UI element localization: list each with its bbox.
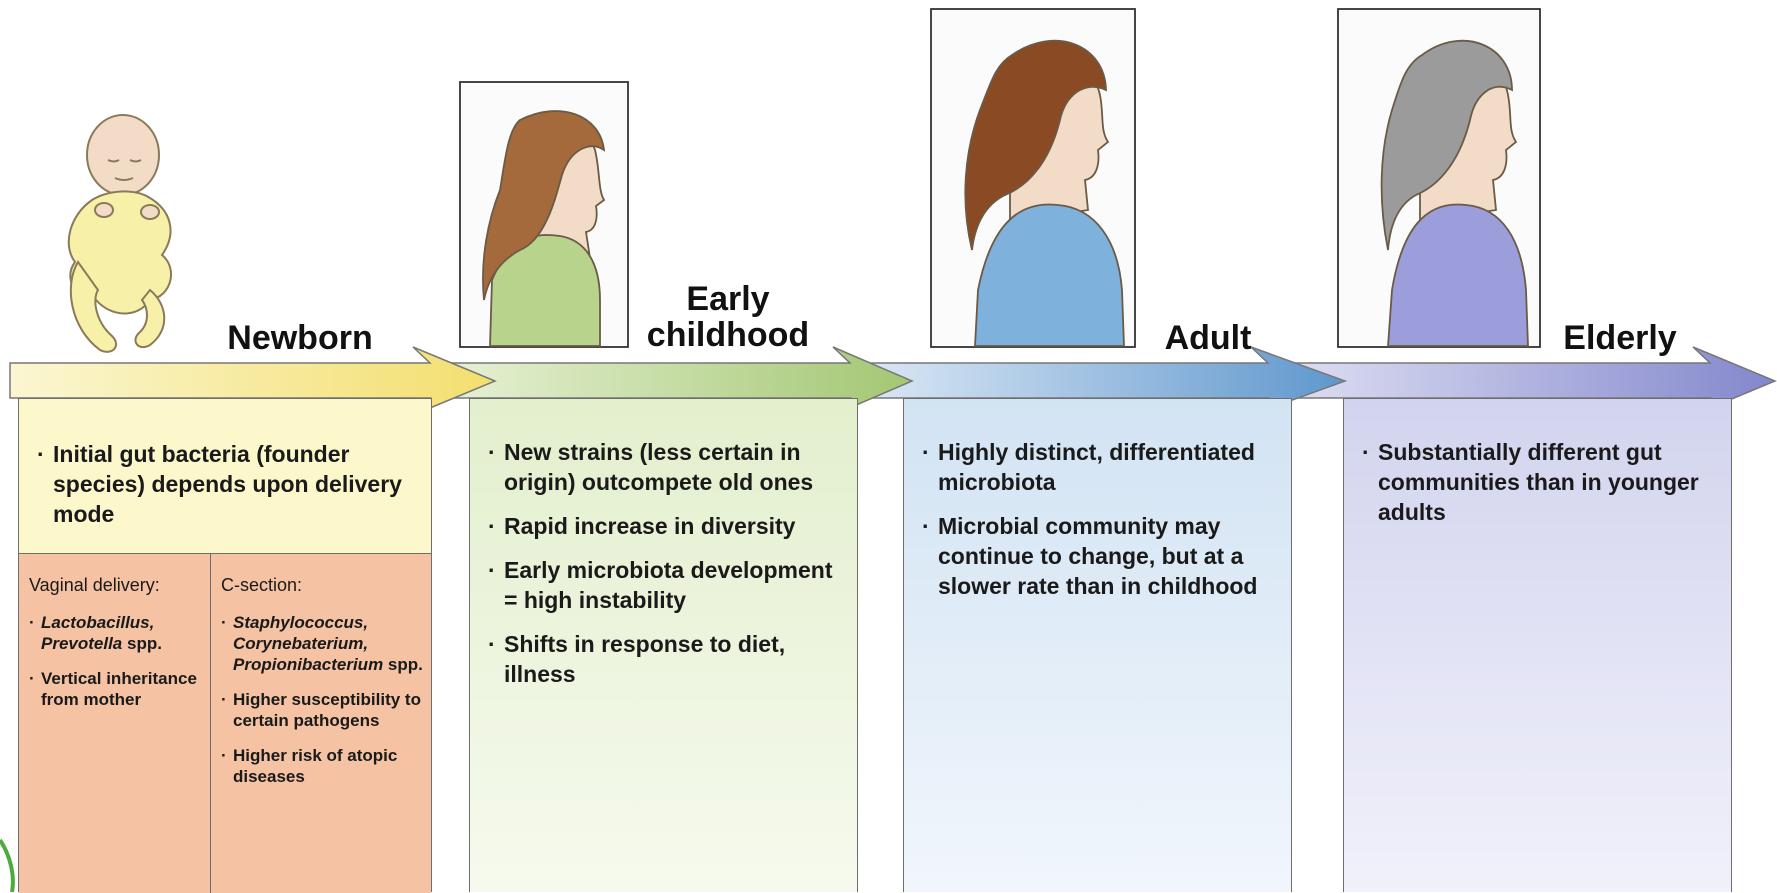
bullet-item: Microbial community may continue to chan… bbox=[922, 511, 1275, 601]
delivery-item-text: Higher susceptibility to certain pathoge… bbox=[233, 690, 421, 730]
delivery-item: Staphylococcus, Corynebaterium, Propioni… bbox=[221, 612, 423, 675]
stage-label-elderly: Elderly bbox=[1545, 320, 1695, 356]
elderly-bullets: Substantially different gut communities … bbox=[1362, 437, 1715, 527]
bullet-item: Rapid increase in diversity bbox=[488, 511, 841, 541]
baby-figure bbox=[69, 115, 171, 352]
delivery-item-text: Higher risk of atopic diseases bbox=[233, 746, 397, 786]
panel-newborn: Initial gut bacteria (founder species) d… bbox=[18, 398, 432, 892]
newborn-bullets: Initial gut bacteria (founder species) d… bbox=[37, 439, 415, 529]
stage-label-early-line2: childhood bbox=[628, 317, 828, 353]
stage-label-adult: Adult bbox=[1148, 320, 1268, 356]
c-section-column: C-section: Staphylococcus, Corynebateriu… bbox=[211, 554, 431, 893]
newborn-bullet: Initial gut bacteria (founder species) d… bbox=[37, 439, 415, 529]
stage-label-early-childhood: Early childhood bbox=[628, 281, 828, 353]
bullet-item: Shifts in response to diet, illness bbox=[488, 629, 841, 689]
panel-elderly: Substantially different gut communities … bbox=[1343, 398, 1732, 892]
delivery-item-text: spp. bbox=[383, 655, 423, 674]
stage-label-early-line1: Early bbox=[628, 281, 828, 317]
bullet-item: Highly distinct, differentiated microbio… bbox=[922, 437, 1275, 497]
delivery-item-text: Staphylococcus, Corynebaterium, Propioni… bbox=[233, 613, 383, 674]
delivery-item-text: Prevotella bbox=[41, 634, 122, 653]
delivery-item: Lactobacillus, Prevotella spp. bbox=[29, 612, 202, 654]
c-section-list: Staphylococcus, Corynebaterium, Propioni… bbox=[221, 612, 423, 787]
bullet-item: Substantially different gut communities … bbox=[1362, 437, 1715, 527]
decorative-arc bbox=[0, 840, 13, 892]
c-section-heading: C-section: bbox=[221, 574, 423, 596]
adult-bullets: Highly distinct, differentiated microbio… bbox=[922, 437, 1275, 601]
panel-early-childhood: New strains (less certain in origin) out… bbox=[469, 398, 858, 892]
panel-adult: Highly distinct, differentiated microbio… bbox=[903, 398, 1292, 892]
delivery-item-text: spp. bbox=[122, 634, 162, 653]
vaginal-delivery-column: Vaginal delivery: Lactobacillus, Prevote… bbox=[19, 554, 211, 893]
early-childhood-bullets: New strains (less certain in origin) out… bbox=[488, 437, 841, 689]
vaginal-delivery-heading: Vaginal delivery: bbox=[29, 574, 202, 596]
bullet-item: New strains (less certain in origin) out… bbox=[488, 437, 841, 497]
delivery-item: Vertical inheritance from mother bbox=[29, 668, 202, 710]
vaginal-delivery-list: Lactobacillus, Prevotella spp. Vertical i… bbox=[29, 612, 202, 710]
stage-label-newborn: Newborn bbox=[215, 320, 385, 356]
delivery-item: Higher risk of atopic diseases bbox=[221, 745, 423, 787]
bullet-item: Early microbiota development = high inst… bbox=[488, 555, 841, 615]
delivery-mode-table: Vaginal delivery: Lactobacillus, Prevote… bbox=[19, 553, 431, 893]
delivery-item: Higher susceptibility to certain pathoge… bbox=[221, 689, 423, 731]
delivery-item-text: Lactobacillus, bbox=[41, 613, 154, 632]
delivery-item-text: Vertical inheritance from mother bbox=[41, 669, 197, 709]
